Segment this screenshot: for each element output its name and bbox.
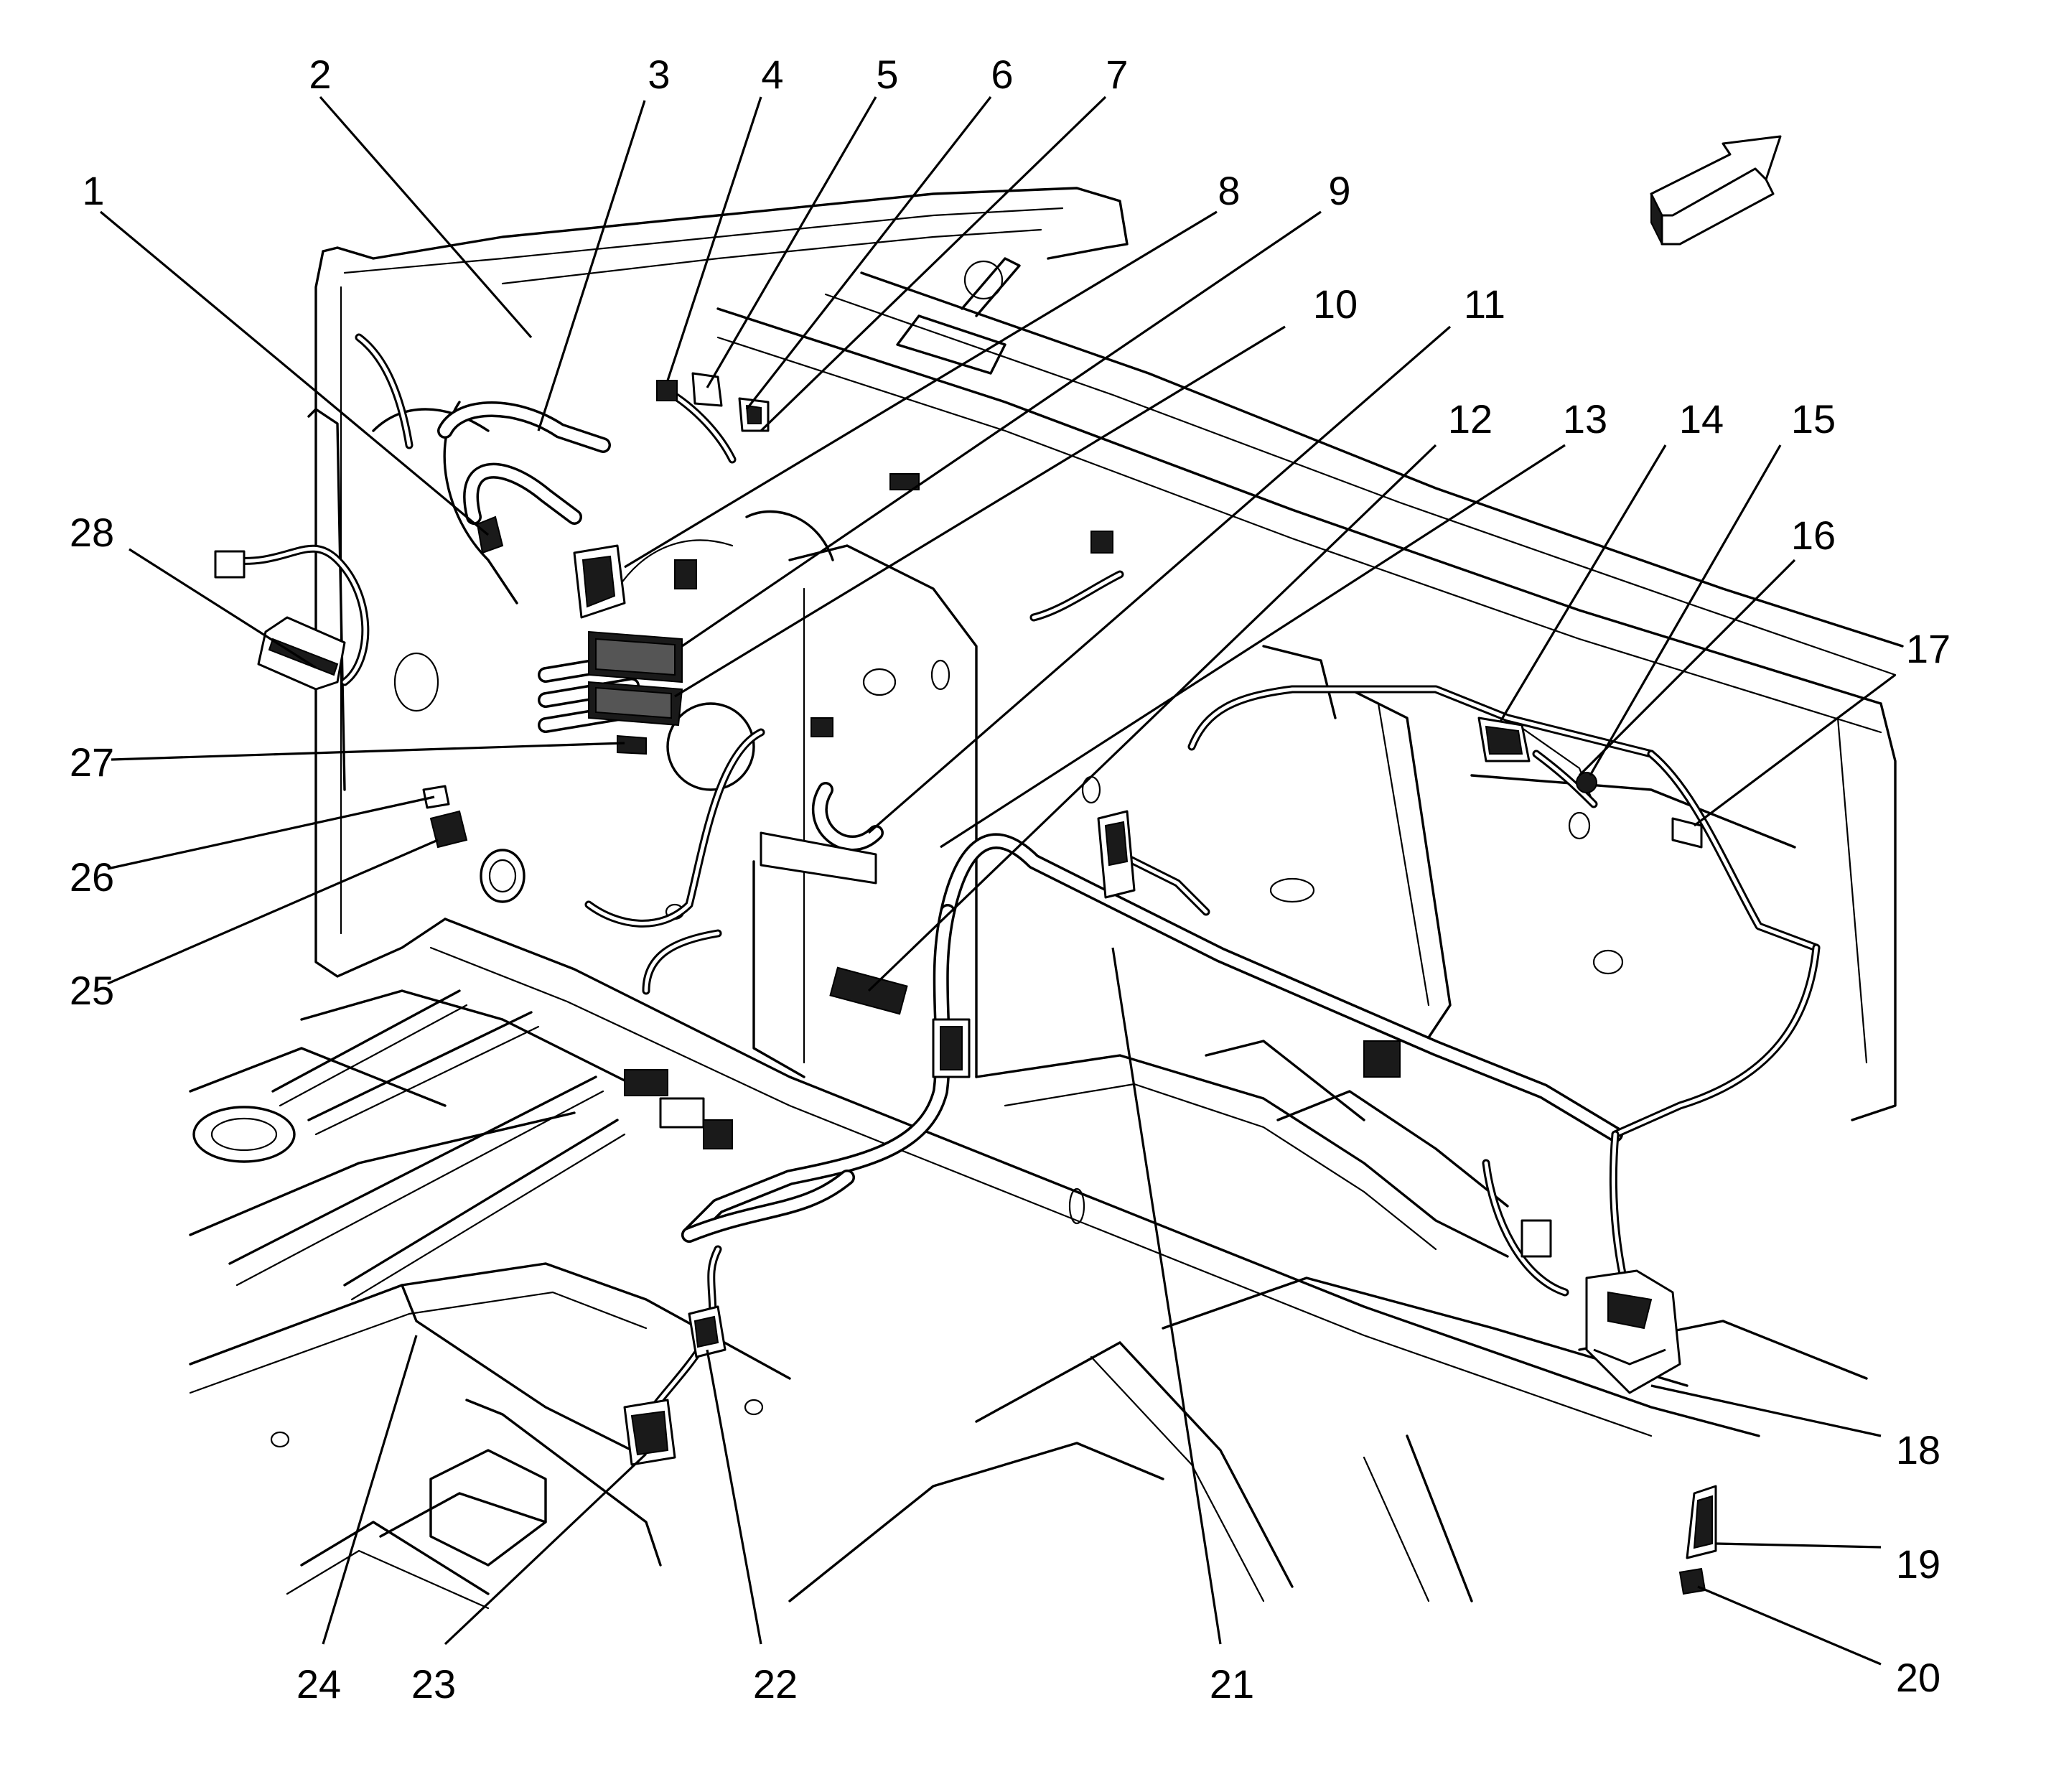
leader-21 [1111,947,1222,1645]
leader-5 [706,96,877,388]
leader-15 [1589,444,1782,776]
leader-19 [1715,1542,1882,1549]
callout-13: 13 [1563,396,1607,442]
leader-11 [867,325,1452,834]
callout-18: 18 [1896,1427,1940,1473]
leader-lines [99,95,1896,1666]
leader-6 [745,96,992,410]
leader-20 [1697,1585,1882,1666]
callout-27: 27 [70,739,114,785]
callout-7: 7 [1106,52,1128,97]
leader-8 [624,210,1218,569]
callout-3: 3 [648,52,670,97]
callout-17: 17 [1906,626,1951,671]
leader-18 [1650,1384,1882,1437]
forward-direction-arrow-icon [1650,135,1782,246]
vehicle-body-drawing [189,187,1904,1610]
callout-12: 12 [1448,396,1493,442]
leader-27 [111,742,625,761]
leader-3 [537,100,646,431]
callout-9: 9 [1328,168,1350,213]
leader-26 [107,795,435,870]
callout-28: 28 [70,510,114,555]
leader-28 [129,548,317,669]
leader-1 [99,210,490,536]
leader-16 [1578,559,1796,777]
callout-20: 20 [1896,1655,1940,1700]
connectors [214,372,1717,1595]
leader-13 [940,444,1566,849]
leader-7 [760,95,1107,432]
leader-17 [1694,673,1896,827]
leader-22 [706,1349,762,1645]
callout-14: 14 [1679,396,1724,442]
callout-1: 1 [82,168,104,213]
callout-11: 11 [1464,281,1505,327]
callout-numbers: 1 2 3 4 5 6 7 8 9 10 11 12 13 14 15 16 1… [70,52,1951,1707]
callout-23: 23 [411,1661,456,1707]
leader-10 [674,325,1286,698]
callout-19: 19 [1896,1541,1940,1587]
callout-16: 16 [1791,513,1836,558]
callout-15: 15 [1791,396,1836,442]
callout-21: 21 [1210,1661,1254,1707]
leader-12 [867,444,1437,992]
callout-22: 22 [753,1661,798,1707]
leader-23 [444,1452,648,1646]
callout-26: 26 [70,854,114,900]
callout-8: 8 [1218,168,1240,213]
wiring-harness [225,333,1821,1433]
leader-25 [107,839,439,985]
leader-9 [681,210,1322,648]
callout-6: 6 [991,52,1013,97]
callout-2: 2 [309,52,331,97]
callout-4: 4 [761,52,783,97]
leader-4 [666,96,762,381]
callout-5: 5 [876,52,898,97]
leader-2 [319,95,533,339]
leader-24 [322,1335,418,1645]
leader-14 [1499,444,1667,722]
callout-24: 24 [296,1661,341,1707]
callout-10: 10 [1313,281,1358,327]
callout-25: 25 [70,968,114,1013]
